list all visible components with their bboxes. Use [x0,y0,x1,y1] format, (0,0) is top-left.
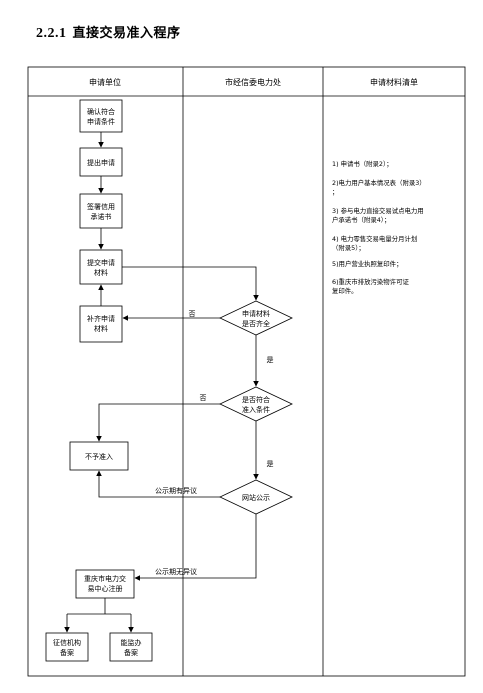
edge-label-no-objection: 公示期无异议 [155,568,197,576]
box-confirm-label-1: 确认符合 [87,107,115,116]
edge-label-yes-eligible: 是 [267,460,274,468]
box-credit-label-1: 征信机构 [53,638,81,647]
box-credit-agency-filing [45,632,89,662]
edge-label-no-ineligible: 否 [200,394,207,402]
lane-header-materials: 申请材料清单 [370,77,418,87]
swimlane-frame [27,66,466,677]
materials-item-6-line-2: 复印件。 [332,286,358,295]
lane-header-applicant: 申请单位 [89,77,121,87]
box-reject-admission [69,441,129,471]
box-energy-label-1: 能监办 [121,638,142,647]
arrow-deliver-to-check [122,266,259,301]
box-submit-application [79,147,123,177]
box-credit-label-2: 备案 [60,648,74,657]
box-deliver-label-1: 提交申请 [87,258,115,267]
decision-complete-label-2: 是否齐全 [242,319,270,328]
materials-item-1: 1) 申请书（附录2）； [332,159,393,168]
box-supplement-label-2: 材料 [94,324,108,333]
materials-item-4-line-2: （附录5）； [332,243,365,252]
decision-publicity-label: 网站公示 [242,493,270,502]
lane-header-commission: 市经信委电力处 [225,77,281,87]
materials-item-2-line-2: ； [332,188,338,196]
box-energy-label-2: 备案 [124,648,138,657]
box-confirm-label-2: 申请条件 [87,117,115,126]
edge-label-objection: 公示期有异议 [155,486,197,495]
materials-item-3-line-1: 3) 参与电力直接交易试点电力用 [332,206,424,215]
decision-eligible-label-1: 是否符合 [242,395,270,404]
section-heading: 2.2.1 直接交易准入程序 [36,22,181,42]
connectors [64,132,259,633]
box-submit-label: 提出申请 [87,158,115,167]
box-sign-label-1: 签署信用 [87,202,115,211]
materials-item-4-line-1: 4) 电力零售交易电量分月计划 [332,234,417,243]
arrow-ineligible-to-reject [96,403,220,442]
materials-item-3-line-2: 户承诺书（附录4）； [332,215,390,224]
box-register-trading-center [75,569,135,599]
box-energy-regulator-filing [109,632,153,662]
materials-item-6-line-1: 6)重庆市排放污染物许可证 [332,277,409,286]
box-sign-label-2: 承诺书 [91,212,112,221]
box-deliver-label-2: 材料 [94,268,108,277]
box-supplement-label-1: 补齐申请 [87,314,115,323]
box-register-label-1: 重庆市电力交 [84,574,126,583]
decision-materials-complete [219,300,293,336]
arrow-no-objection-to-register [134,514,257,581]
decision-eligible-label-2: 准入条件 [242,405,270,414]
box-deliver-materials [79,249,123,285]
box-reject-label: 不予准入 [85,452,113,461]
box-register-label-2: 易中心注册 [88,584,123,593]
box-confirm-eligibility [79,99,123,133]
section-number: 2.2.1 [36,26,67,41]
edge-label-no-incomplete: 否 [189,310,196,318]
materials-item-5: 5)用户营业执照复印件； [332,259,402,268]
decision-meets-conditions [219,386,293,422]
materials-item-2-line-1: 2)电力用户基本情况表（附录3） [332,178,426,187]
decision-complete-label-1: 申请材料 [242,309,270,318]
box-supplement-materials [79,305,123,343]
edge-label-yes-complete: 是 [267,356,274,364]
box-sign-credit-pledge [79,193,123,229]
section-title: 直接交易准入程序 [72,26,181,41]
materials-list: 1) 申请书（附录2）； 2)电力用户基本情况表（附录3） ； 3) 参与电力直… [332,159,426,295]
arrow-objection-to-reject [96,470,220,498]
